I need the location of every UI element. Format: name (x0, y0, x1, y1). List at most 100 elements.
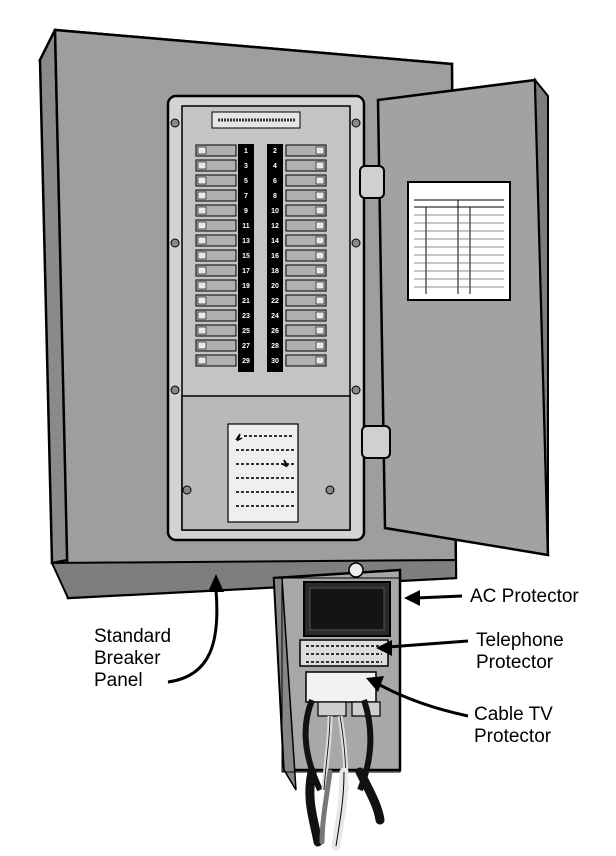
breaker-right-12[interactable] (285, 219, 327, 232)
breaker-toggle-right-30 (315, 356, 325, 365)
cable-tv-protector-label-line-1: Cable TV (474, 704, 553, 725)
breaker-right-28[interactable] (285, 339, 327, 352)
circuit-number-28: 28 (271, 343, 279, 350)
circuit-number-29: 29 (242, 358, 250, 365)
breaker-toggle-left-1 (197, 146, 207, 155)
circuit-number-5: 5 (244, 178, 248, 185)
circuit-number-3: 3 (244, 163, 248, 170)
breaker-right-8[interactable] (285, 189, 327, 202)
circuit-number-22: 22 (271, 298, 279, 305)
breaker-toggle-left-23 (197, 311, 207, 320)
breaker-right-26[interactable] (285, 324, 327, 337)
breaker-toggle-right-8 (315, 191, 325, 200)
breaker-right-24[interactable] (285, 309, 327, 322)
circuit-number-6: 6 (273, 178, 277, 185)
circuit-number-2: 2 (273, 148, 277, 155)
breaker-panel-label: Standard Breaker Panel (94, 626, 171, 692)
circuit-number-15: 15 (242, 253, 250, 260)
breaker-left-29[interactable] (195, 354, 237, 367)
breaker-toggle-right-18 (315, 266, 325, 275)
breaker-right-6[interactable] (285, 174, 327, 187)
circuit-number-27: 27 (242, 343, 250, 350)
panel-door (359, 77, 550, 557)
breaker-left-23[interactable] (195, 309, 237, 322)
breaker-right-16[interactable] (285, 249, 327, 262)
breaker-left-19[interactable] (195, 279, 237, 292)
breaker-toggle-left-19 (197, 281, 207, 290)
breaker-left-21[interactable] (195, 294, 237, 307)
circuit-number-11: 11 (242, 223, 250, 230)
ac-protector-unit (303, 581, 391, 637)
breaker-toggle-right-28 (315, 341, 325, 350)
circuit-number-25: 25 (242, 328, 250, 335)
cable-tv-protector-label: Cable TV Protector (474, 704, 553, 748)
breaker-right-10[interactable] (285, 204, 327, 217)
left-number-strip (238, 144, 254, 372)
breaker-panel-label-line-2: Breaker (94, 648, 161, 669)
circuit-number-21: 21 (242, 298, 250, 305)
breaker-toggle-left-17 (197, 266, 207, 275)
breaker-left-27[interactable] (195, 339, 237, 352)
circuit-number-30: 30 (271, 358, 279, 365)
ac-protector-label: AC Protector (470, 586, 579, 608)
breaker-left-7[interactable] (195, 189, 237, 202)
circuit-number-10: 10 (271, 208, 279, 215)
breaker-left-5[interactable] (195, 174, 237, 187)
breaker-toggle-right-16 (315, 251, 325, 260)
telephone-protector-label-line-1: Telephone (476, 630, 564, 651)
telephone-protector-label-line-2: Protector (476, 652, 554, 673)
leader-arrows (167, 574, 469, 718)
breaker-right-18[interactable] (285, 264, 327, 277)
circuit-number-14: 14 (271, 238, 279, 245)
breaker-toggle-left-3 (197, 161, 207, 170)
wires-exiting (305, 767, 385, 851)
breaker-toggle-left-13 (197, 236, 207, 245)
breaker-left-1[interactable] (195, 144, 237, 157)
circuit-number-4: 4 (273, 163, 277, 170)
circuit-number-1: 1 (244, 148, 248, 155)
ac-protector-label-line: AC Protector (470, 586, 579, 607)
telephone-protector-label: Telephone Protector (476, 630, 564, 674)
breaker-toggle-right-6 (315, 176, 325, 185)
telephone-protector-unit (299, 639, 389, 667)
circuit-number-26: 26 (271, 328, 279, 335)
breaker-left-13[interactable] (195, 234, 237, 247)
breaker-toggle-left-25 (197, 326, 207, 335)
breaker-toggle-right-24 (315, 311, 325, 320)
circuit-number-9: 9 (244, 208, 248, 215)
breaker-toggle-right-10 (315, 206, 325, 215)
circuit-number-8: 8 (273, 193, 277, 200)
circuit-number-12: 12 (271, 223, 279, 230)
breaker-left-15[interactable] (195, 249, 237, 262)
breaker-right-14[interactable] (285, 234, 327, 247)
breaker-right-4[interactable] (285, 159, 327, 172)
breaker-toggle-left-7 (197, 191, 207, 200)
breaker-toggle-right-4 (315, 161, 325, 170)
breaker-toggle-right-22 (315, 296, 325, 305)
breaker-toggle-right-14 (315, 236, 325, 245)
breaker-toggle-left-5 (197, 176, 207, 185)
breaker-toggle-right-20 (315, 281, 325, 290)
breaker-right-30[interactable] (285, 354, 327, 367)
breaker-toggle-right-26 (315, 326, 325, 335)
circuit-number-7: 7 (244, 193, 248, 200)
breaker-right-2[interactable] (285, 144, 327, 157)
breaker-left-11[interactable] (195, 219, 237, 232)
circuit-number-20: 20 (271, 283, 279, 290)
breaker-toggle-left-29 (197, 356, 207, 365)
breaker-panel-label-line-3: Panel (94, 670, 143, 691)
breaker-left-3[interactable] (195, 159, 237, 172)
breaker-left-17[interactable] (195, 264, 237, 277)
breaker-left-25[interactable] (195, 324, 237, 337)
breaker-toggle-left-9 (197, 206, 207, 215)
breaker-toggle-right-2 (315, 146, 325, 155)
right-number-strip (267, 144, 283, 372)
breaker-toggle-left-15 (197, 251, 207, 260)
breaker-right-22[interactable] (285, 294, 327, 307)
circuit-number-24: 24 (271, 313, 279, 320)
breaker-right-20[interactable] (285, 279, 327, 292)
breaker-left-9[interactable] (195, 204, 237, 217)
circuit-number-23: 23 (242, 313, 250, 320)
circuit-number-16: 16 (271, 253, 279, 260)
